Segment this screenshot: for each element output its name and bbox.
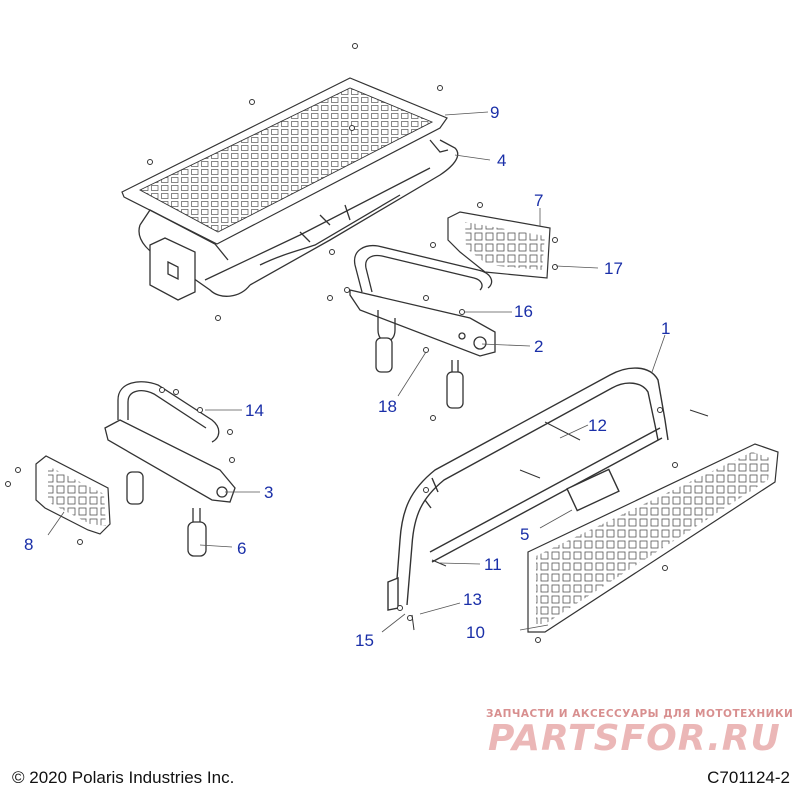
callout-1: 1 — [661, 319, 671, 338]
fasteners — [5, 43, 709, 643]
roll-bar-part-1 — [387, 367, 669, 611]
callout-8: 8 — [24, 535, 34, 554]
bracket-assembly-part-2 — [349, 244, 496, 409]
watermark-logo: PARTSFOR.RU — [488, 718, 781, 759]
callout-11: 11 — [484, 555, 502, 574]
leader-lines — [47, 111, 666, 633]
rack-frame-part-4 — [138, 139, 459, 301]
bracket-assembly-part-3 — [104, 381, 236, 557]
callout-5: 5 — [520, 525, 530, 544]
callout-18: 18 — [378, 397, 397, 416]
callout-9: 9 — [490, 103, 500, 122]
callout-13: 13 — [463, 590, 482, 609]
rack-panel-part-9 — [121, 77, 448, 245]
callout-6: 6 — [237, 539, 247, 558]
callout-4: 4 — [497, 151, 507, 170]
mesh-panel-part-7 — [447, 211, 551, 279]
callout-14: 14 — [245, 401, 264, 420]
callout-2: 2 — [534, 337, 544, 356]
callout-17: 17 — [604, 259, 623, 278]
callout-7: 7 — [534, 191, 544, 210]
callout-3: 3 — [264, 483, 274, 502]
figure-id: C701124-2 — [707, 768, 790, 787]
mesh-panel-part-8 — [35, 455, 111, 535]
callout-12: 12 — [588, 416, 607, 435]
callout-16: 16 — [514, 302, 533, 321]
watermark-tagline: ЗАПЧАСТИ И АКСЕССУАРЫ ДЛЯ МОТОТЕХНИКИ — [486, 708, 794, 720]
copyright-text: © 2020 Polaris Industries Inc. — [12, 768, 235, 787]
callout-10: 10 — [466, 623, 485, 642]
mesh-panel-part-10 — [527, 443, 779, 633]
callout-15: 15 — [355, 631, 374, 650]
